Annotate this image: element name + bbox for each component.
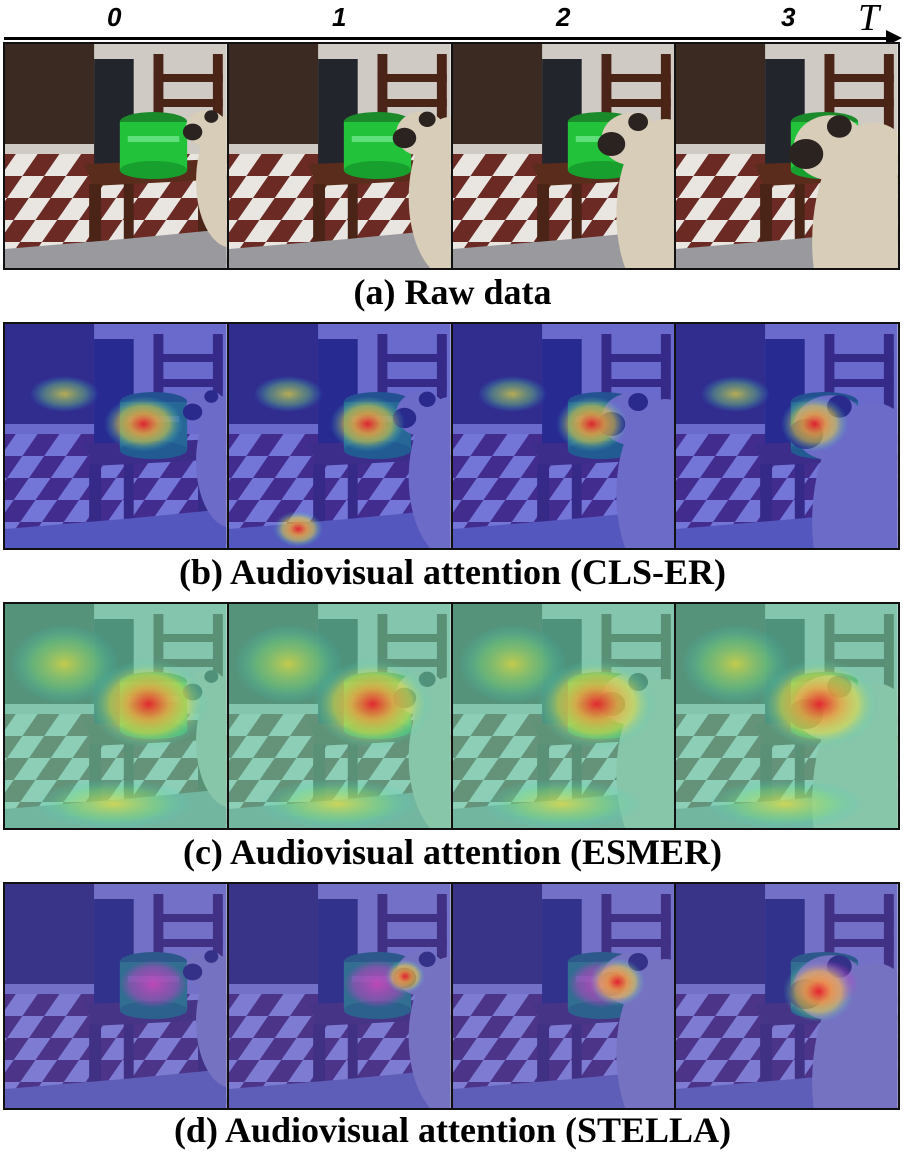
caption-stella: (d) Audiovisual attention (STELLA) <box>173 1110 732 1150</box>
cls-er-attention-row <box>3 322 900 550</box>
esmer-frame-1-image <box>228 604 451 828</box>
esmer-frame-0-image <box>5 604 227 828</box>
esmer-attention-row <box>3 602 900 830</box>
time-axis-label: T <box>858 0 880 39</box>
caption-raw-data: (a) Raw data <box>353 272 552 312</box>
clser-frame-0 <box>5 324 229 548</box>
stella-frame-1-image <box>228 884 451 1108</box>
clser-frame-1-image <box>228 324 451 548</box>
raw-frame-3-image <box>676 44 898 268</box>
clser-frame-2 <box>452 324 677 548</box>
esmer-frame-0 <box>5 604 229 828</box>
stella-frame-2 <box>452 884 677 1108</box>
caption-esmer: (c) Audiovisual attention (ESMER) <box>182 832 723 872</box>
esmer-frame-3 <box>676 604 898 828</box>
esmer-frame-3-image <box>676 604 898 828</box>
stella-frame-3 <box>676 884 898 1108</box>
clser-frame-3 <box>676 324 898 548</box>
raw-data-row <box>3 42 900 270</box>
caption-cls-er: (b) Audiovisual attention (CLS-ER) <box>178 552 727 592</box>
stella-frame-3-image <box>676 884 898 1108</box>
raw-frame-2-image <box>452 44 675 268</box>
time-tick-3: 3 <box>781 2 796 32</box>
stella-frame-2-image <box>452 884 675 1108</box>
time-tick-2: 2 <box>556 2 571 32</box>
clser-frame-0-image <box>5 324 227 548</box>
stella-frame-1 <box>228 884 453 1108</box>
esmer-frame-2-image <box>452 604 675 828</box>
raw-frame-0-image <box>5 44 227 268</box>
stella-frame-0-image <box>5 884 227 1108</box>
raw-frame-0 <box>5 44 229 268</box>
raw-frame-1 <box>228 44 453 268</box>
clser-frame-2-image <box>452 324 675 548</box>
time-tick-1: 1 <box>332 2 347 32</box>
time-tick-0: 0 <box>107 2 122 32</box>
raw-frame-3 <box>676 44 898 268</box>
esmer-frame-1 <box>228 604 453 828</box>
time-arrow-line <box>4 37 888 40</box>
raw-frame-1-image <box>228 44 451 268</box>
raw-frame-2 <box>452 44 677 268</box>
clser-frame-1 <box>228 324 453 548</box>
timeline-axis: 0 1 2 3 T <box>0 0 905 46</box>
clser-frame-3-image <box>676 324 898 548</box>
esmer-frame-2 <box>452 604 677 828</box>
stella-frame-0 <box>5 884 229 1108</box>
stella-attention-row <box>3 882 900 1110</box>
